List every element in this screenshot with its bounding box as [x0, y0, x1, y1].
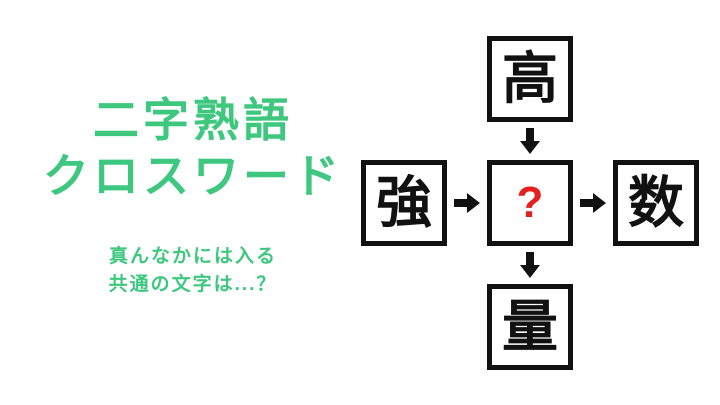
cell-left-character: 強: [376, 171, 432, 234]
page-title: 二字熟語 クロスワード: [18, 92, 368, 204]
instructions-line-1: 真んなかには入る: [108, 246, 277, 267]
cell-bottom: 量: [487, 284, 573, 370]
cell-center-question: ?: [487, 160, 573, 246]
cell-top-character: 高: [502, 47, 558, 110]
cell-right-character: 数: [628, 171, 684, 234]
question-mark: ?: [516, 178, 544, 227]
puzzle-instructions: 真んなかには入る 共通の文字は...？: [18, 243, 368, 298]
title-line-1: 二字熟語: [93, 94, 293, 146]
instructions-line-2: 共通の文字は...？: [108, 273, 278, 295]
cell-bottom-character: 量: [502, 295, 558, 358]
arrow-down-icon: [519, 252, 541, 278]
arrow-right-icon: [580, 192, 606, 214]
crossword-grid: 高 強 ? 数 量: [361, 36, 699, 370]
arrow-down-icon: [519, 128, 541, 154]
cell-top: 高: [487, 36, 573, 122]
title-line-2: クロスワード: [43, 150, 343, 203]
cell-right: 数: [613, 160, 699, 246]
cell-left: 強: [361, 160, 447, 246]
arrow-right-icon: [454, 192, 480, 214]
